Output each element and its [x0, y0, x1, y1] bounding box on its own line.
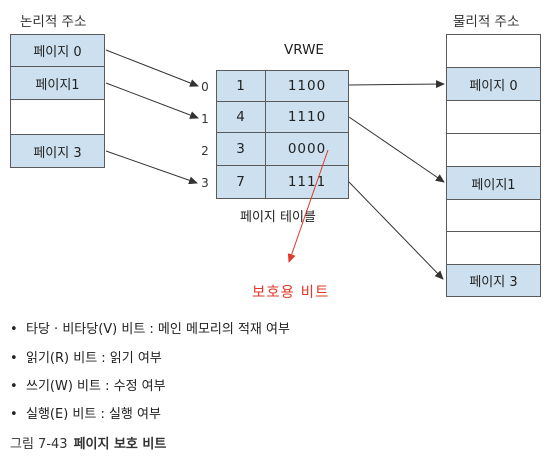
bullet-symbol: •: [10, 379, 18, 394]
physical-frame-3: [446, 133, 541, 167]
logical-page-0-label: 페이지 0: [33, 45, 82, 60]
physical-address-title: 물리적 주소: [453, 14, 520, 30]
page-index-1: 1: [201, 112, 209, 126]
bullet-text-1: 읽기(R) 비트 : 읽기 여부: [26, 351, 162, 366]
page-index-0: 0: [201, 80, 209, 94]
protection-bits-label: 보호용 비트: [252, 285, 330, 301]
logical-address-title: 논리적 주소: [20, 14, 87, 30]
logical-page-3-label: 페이지 3: [33, 145, 82, 161]
arrow-table-1: [348, 116, 445, 183]
bullet-symbol: •: [10, 322, 18, 337]
bullet-symbol: •: [10, 407, 18, 422]
bits-cell-3: 1111: [265, 165, 349, 199]
physical-frame-7-label: 페이지 3: [469, 275, 518, 290]
logical-page-1-label: 페이지1: [35, 77, 80, 93]
physical-frame-4: 페이지1: [446, 166, 541, 200]
arrow-logical-0: [105, 49, 199, 87]
arrow-logical-3: [105, 150, 198, 185]
figure-title: 페이지 보호 비트: [73, 437, 167, 452]
arrow-logical-1: [105, 82, 199, 119]
frame-cell-2: 3: [216, 132, 266, 166]
bullet-item-0: • 타당 · 비타당(V) 비트 : 메인 메모리의 적재 여부: [10, 318, 290, 337]
physical-frame-2: [446, 100, 541, 134]
arrow-table-0: [348, 80, 445, 89]
physical-frame-1-label: 페이지 0: [469, 78, 518, 94]
protection-bits-arrow: [287, 149, 329, 263]
bullet-text-3: 실행(E) 비트 : 실행 여부: [26, 407, 161, 422]
bullet-item-2: • 쓰기(W) 비트 : 수정 여부: [10, 375, 166, 394]
bullet-text-0: 타당 · 비타당(V) 비트 : 메인 메모리의 적재 여부: [26, 322, 290, 337]
physical-frame-4-label: 페이지1: [471, 177, 516, 193]
page-table-header: VRWE: [284, 42, 324, 58]
arrow-table-3: [348, 181, 444, 280]
bullet-item-3: • 실행(E) 비트 : 실행 여부: [10, 403, 161, 422]
physical-frame-1: 페이지 0: [446, 67, 541, 101]
frame-cell-1: 4: [216, 101, 266, 133]
physical-frame-7: 페이지 3: [446, 264, 541, 297]
physical-frame-5: [446, 199, 541, 232]
logical-page-1: 페이지1: [10, 66, 105, 100]
page-table-caption: 페이지 테이블: [240, 210, 316, 225]
bullet-symbol: •: [10, 351, 18, 366]
figure-caption: 그림 7-43 페이지 보호 비트: [10, 433, 166, 452]
page-index-3: 3: [201, 176, 209, 190]
figure-number: 그림 7-43: [10, 437, 68, 452]
bullet-item-1: • 읽기(R) 비트 : 읽기 여부: [10, 347, 162, 366]
bits-cell-1: 1110: [265, 101, 349, 133]
page-index-2: 2: [201, 144, 209, 158]
frame-cell-3: 7: [216, 165, 266, 199]
bits-cell-2: 0000: [265, 132, 349, 166]
bullet-text-2: 쓰기(W) 비트 : 수정 여부: [26, 379, 166, 394]
logical-page-3: 페이지 3: [10, 134, 105, 168]
